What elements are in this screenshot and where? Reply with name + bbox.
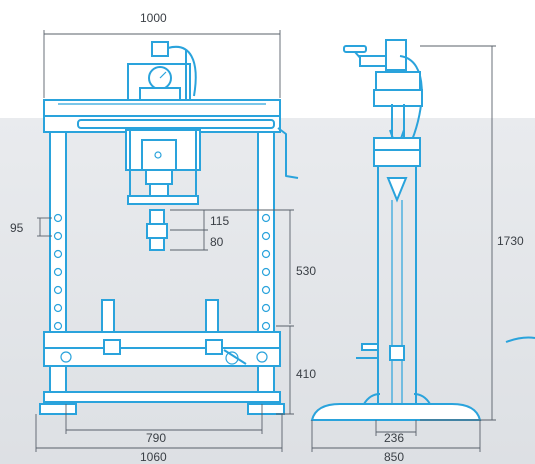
- top-crossbar: [43, 99, 281, 117]
- work-table: [43, 299, 281, 367]
- label-side-depth: 850: [384, 450, 404, 464]
- label-hole-spacing: 95: [10, 221, 24, 235]
- label-width-top: 1000: [140, 11, 167, 25]
- adjacent-object-edge: [505, 336, 535, 343]
- handle-bar: [77, 119, 275, 129]
- label-width-inner: 790: [146, 431, 166, 445]
- label-working-height: 530: [296, 264, 316, 278]
- base-frame: [39, 365, 285, 415]
- left-column: [49, 131, 67, 393]
- label-stroke-a: 115: [210, 214, 229, 228]
- pressure-gauge: [127, 41, 197, 103]
- label-table-height: 410: [296, 367, 316, 381]
- front-dimensions: [35, 30, 294, 452]
- label-stroke-b: 80: [210, 235, 224, 249]
- side-view: [310, 39, 496, 452]
- label-width-base: 1060: [140, 450, 167, 464]
- label-total-height: 1730: [497, 234, 524, 248]
- hydraulic-cylinder: [125, 129, 201, 251]
- crank-handle: [277, 127, 299, 179]
- label-side-foot: 236: [384, 431, 404, 445]
- front-view: [35, 30, 299, 452]
